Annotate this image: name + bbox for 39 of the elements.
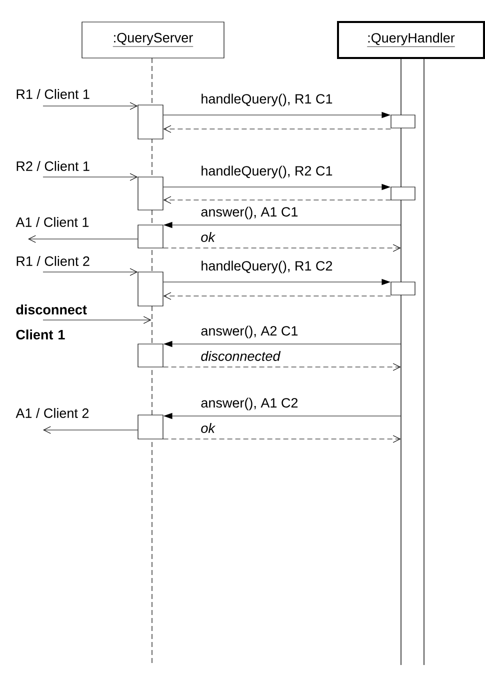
edge-label: answer(), A2 C1 xyxy=(201,326,298,338)
return-arrow xyxy=(163,244,401,252)
activation-box xyxy=(138,344,164,368)
activation-box xyxy=(138,272,164,306)
return-arrow xyxy=(163,292,391,300)
message-arrow xyxy=(42,173,138,181)
activation-box xyxy=(390,114,416,128)
edge-label: R1 / Client 1 xyxy=(16,89,90,99)
message-arrow xyxy=(42,102,138,110)
edge-label: R1 / Client 2 xyxy=(16,256,90,266)
return-arrow xyxy=(163,363,401,371)
return-arrow xyxy=(163,435,401,443)
edge-label: answer(), A1 C2 xyxy=(201,398,298,410)
edge-label: handleQuery(), R1 C1 xyxy=(202,94,332,106)
edge-label: R2 / Client 1 xyxy=(16,161,90,171)
activation-box xyxy=(390,282,416,296)
message-arrow xyxy=(42,316,152,324)
return-arrow xyxy=(163,125,391,133)
edge-label: ok xyxy=(201,232,216,242)
return-arrow xyxy=(163,196,391,204)
object-box: :QueryHandler xyxy=(337,21,485,59)
edge-label: disconnected xyxy=(201,351,281,361)
activation-bar xyxy=(400,58,424,666)
activation-box xyxy=(390,186,416,200)
message-arrow xyxy=(42,268,138,276)
activation-box xyxy=(138,224,164,248)
message-arrow xyxy=(28,235,138,243)
message-arrow xyxy=(43,426,138,434)
edge-label: ok xyxy=(201,423,216,433)
object-box: :QueryServer xyxy=(82,22,224,58)
edge-label: A1 / Client 1 xyxy=(16,217,89,227)
activation-box xyxy=(138,176,164,210)
edge-label: handleQuery(), R1 C2 xyxy=(202,260,332,274)
edge-label: answer(), A1 C1 xyxy=(201,206,298,220)
edge-label: A1 / Client 2 xyxy=(16,408,89,418)
activation-box xyxy=(138,104,164,140)
activation-box xyxy=(138,414,164,440)
edge-label: disconnect Client 1 xyxy=(16,304,87,340)
edge-label: handleQuery(), R2 C1 xyxy=(202,166,332,178)
